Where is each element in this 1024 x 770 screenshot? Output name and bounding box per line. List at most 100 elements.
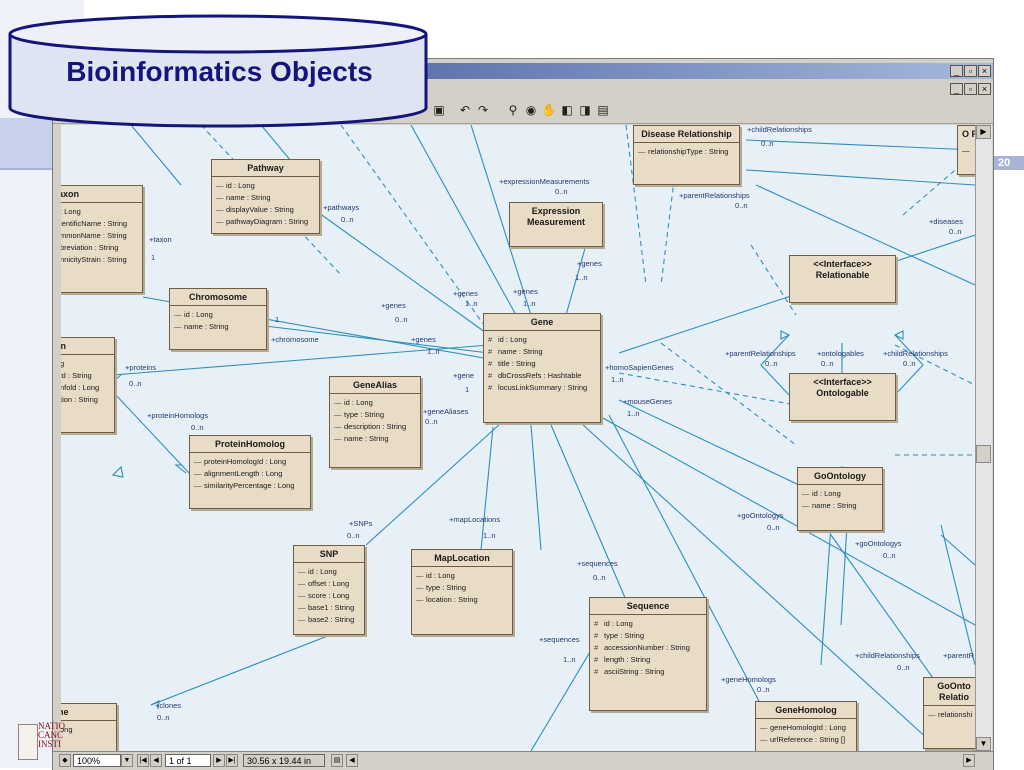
assoc-label: +expressionMeasurements: [499, 177, 590, 186]
nci-logo-text: NATIO CANC INSTI: [38, 721, 65, 749]
assoc-label: +sequences: [577, 559, 618, 568]
class-go-ontology[interactable]: GoOntology —id : Long —name : String: [797, 467, 883, 531]
last-page-icon[interactable]: ▶|: [226, 754, 238, 767]
assoc-label: 0..n: [883, 551, 896, 560]
class-gene-alias[interactable]: GeneAlias —id : Long —type : String —des…: [329, 376, 421, 468]
slide-page-number: 20: [998, 157, 1011, 169]
assoc-label: +SNPs: [349, 519, 373, 528]
assoc-label: 0..n: [767, 523, 780, 532]
assoc-label: 1: [151, 253, 156, 262]
class-protein[interactable]: in g ld : String nfold : Long tion : Str…: [61, 337, 115, 433]
assoc-label: 0..n: [347, 531, 360, 540]
scroll-down-arrow-icon[interactable]: ▼: [976, 737, 991, 751]
zoom-field[interactable]: 100%: [73, 754, 121, 767]
doc-close-button[interactable]: ×: [978, 83, 991, 95]
slide-accent-block: [0, 118, 60, 168]
assoc-label: +goOntologys: [737, 511, 784, 520]
page-icon[interactable]: ▣: [433, 103, 445, 117]
slide-title: Bioinformatics Objects: [66, 56, 373, 87]
minimize-button[interactable]: _: [950, 65, 963, 77]
scroll-right-end-arrow-icon[interactable]: ▶: [963, 754, 975, 767]
assoc-label: 0..n: [425, 417, 438, 426]
assoc-label: +mapLocations: [449, 515, 501, 524]
assoc-label: +mouseGenes: [623, 397, 672, 406]
class-snp[interactable]: SNP —id : Long —offset : Long —score : L…: [293, 545, 365, 635]
assoc-label: 0..n: [761, 139, 774, 148]
assoc-label: 1: [465, 385, 470, 394]
assoc-label: +gene: [453, 371, 475, 380]
scroll-right-arrow-icon[interactable]: ▶: [976, 125, 991, 139]
assoc-label: 0..n: [757, 685, 770, 694]
assoc-label: +genes: [381, 301, 406, 310]
assoc-label: 0..n: [821, 359, 834, 368]
assoc-label: +taxon: [149, 235, 172, 244]
assoc-label: 0..n: [555, 187, 568, 196]
assoc-label: 0..n: [949, 227, 962, 236]
assoc-label: +genes: [513, 287, 538, 296]
class-map-location[interactable]: MapLocation —id : Long —type : String —l…: [411, 549, 513, 635]
assoc-label: 1..n: [427, 347, 440, 356]
doc-restore-button[interactable]: ▫: [964, 83, 977, 95]
assoc-label: 0..n: [897, 663, 910, 672]
rotate-left-icon[interactable]: ↶: [459, 103, 471, 117]
assoc-label: 1..n: [483, 531, 496, 540]
nav-icon[interactable]: ◆: [59, 754, 71, 767]
hand-icon[interactable]: ✋: [541, 103, 557, 117]
class-chromosome[interactable]: Chromosome —id : Long —name : String: [169, 288, 267, 350]
page-field[interactable]: 1 of 1: [165, 754, 211, 767]
zoom-icon[interactable]: ◉: [525, 103, 537, 117]
class-clone[interactable]: ne ong: [61, 703, 117, 751]
class-sequence[interactable]: Sequence #id : Long #type : String #acce…: [589, 597, 707, 711]
scroll-thumb[interactable]: [976, 445, 991, 463]
assoc-label: +genes: [411, 335, 436, 344]
assoc-label: +parentRelationships: [725, 349, 796, 358]
assoc-label: 0..n: [765, 359, 778, 368]
zoom-dropdown-icon[interactable]: ▼: [121, 754, 133, 767]
interface-ontologable[interactable]: <<Interface>> Ontologable: [789, 373, 896, 421]
diagram-canvas: Pathway —id : Long —name : String —displ…: [61, 125, 975, 751]
class-pathway[interactable]: Pathway —id : Long —name : String —displ…: [211, 159, 320, 234]
find-icon[interactable]: ⚲: [508, 103, 518, 117]
assoc-label: 1..n: [523, 299, 536, 308]
assoc-label: +parentRelationships: [679, 191, 750, 200]
assoc-label: +diseases: [929, 217, 963, 226]
assoc-label: +ontologables: [817, 349, 864, 358]
prev-view-icon[interactable]: ◧: [561, 103, 573, 117]
next-page-icon[interactable]: ▶: [213, 754, 225, 767]
next-view-icon[interactable]: ◨: [579, 103, 591, 117]
fit-icon[interactable]: ▤: [597, 103, 609, 117]
close-button[interactable]: ×: [978, 65, 991, 77]
scroll-left-arrow-icon[interactable]: ◀: [346, 754, 358, 767]
assoc-label: 1..n: [611, 375, 624, 384]
class-taxon[interactable]: axon : Long ientificName : String mmonNa…: [61, 185, 143, 293]
class-disease-relationship[interactable]: Disease Relationship —relationshipType :…: [633, 125, 740, 185]
assoc-label: 0..n: [735, 201, 748, 210]
interface-relationable[interactable]: <<Interface>> Relationable: [789, 255, 896, 303]
class-gene[interactable]: Gene #id : Long #name : String #title : …: [483, 313, 601, 423]
assoc-label: +parentR: [943, 651, 975, 660]
vertical-scrollbar[interactable]: ▶ ▼: [975, 125, 992, 751]
assoc-label: +proteins: [125, 363, 157, 372]
class-protein-homolog[interactable]: ProteinHomolog —proteinHomologId : Long …: [189, 435, 311, 509]
class-gene-homolog[interactable]: GeneHomolog —geneHomologId : Long —urlRe…: [755, 701, 857, 751]
diagram-viewer-window: _ ▫ × _ ▫ × ▣ ↶ ↷ ⚲ ◉ ✋ ◧ ◨ ▤: [52, 58, 994, 770]
nci-logo-icon: [18, 724, 38, 760]
maximize-button[interactable]: ▫: [964, 65, 977, 77]
layout-icon[interactable]: ▤: [331, 754, 343, 767]
doc-minimize-button[interactable]: _: [950, 83, 963, 95]
prev-page-icon[interactable]: ◀: [150, 754, 162, 767]
class-go-ontology-relationship[interactable]: GoOnto Relatio —relationshi: [923, 677, 975, 749]
title-cylinder-shape: [8, 14, 428, 128]
assoc-label: 0..n: [191, 423, 204, 432]
class-expression-measurement[interactable]: Expression Measurement: [509, 202, 603, 247]
status-bar: ◆ 100% ▼ |◀ ◀ 1 of 1 ▶ ▶| 30.56 x 19.44 …: [53, 751, 993, 770]
class-offscreen-topright[interactable]: O R —: [957, 125, 975, 175]
assoc-label: +geneHomologs: [721, 675, 776, 684]
page-size-readout: 30.56 x 19.44 in: [243, 754, 325, 767]
rotate-right-icon[interactable]: ↷: [477, 103, 489, 117]
assoc-label: +geneAliases: [423, 407, 469, 416]
first-page-icon[interactable]: |◀: [137, 754, 149, 767]
assoc-label: +childRelationships: [883, 349, 948, 358]
assoc-label: +goOntologys: [855, 539, 902, 548]
assoc-label: 1..n: [563, 655, 576, 664]
